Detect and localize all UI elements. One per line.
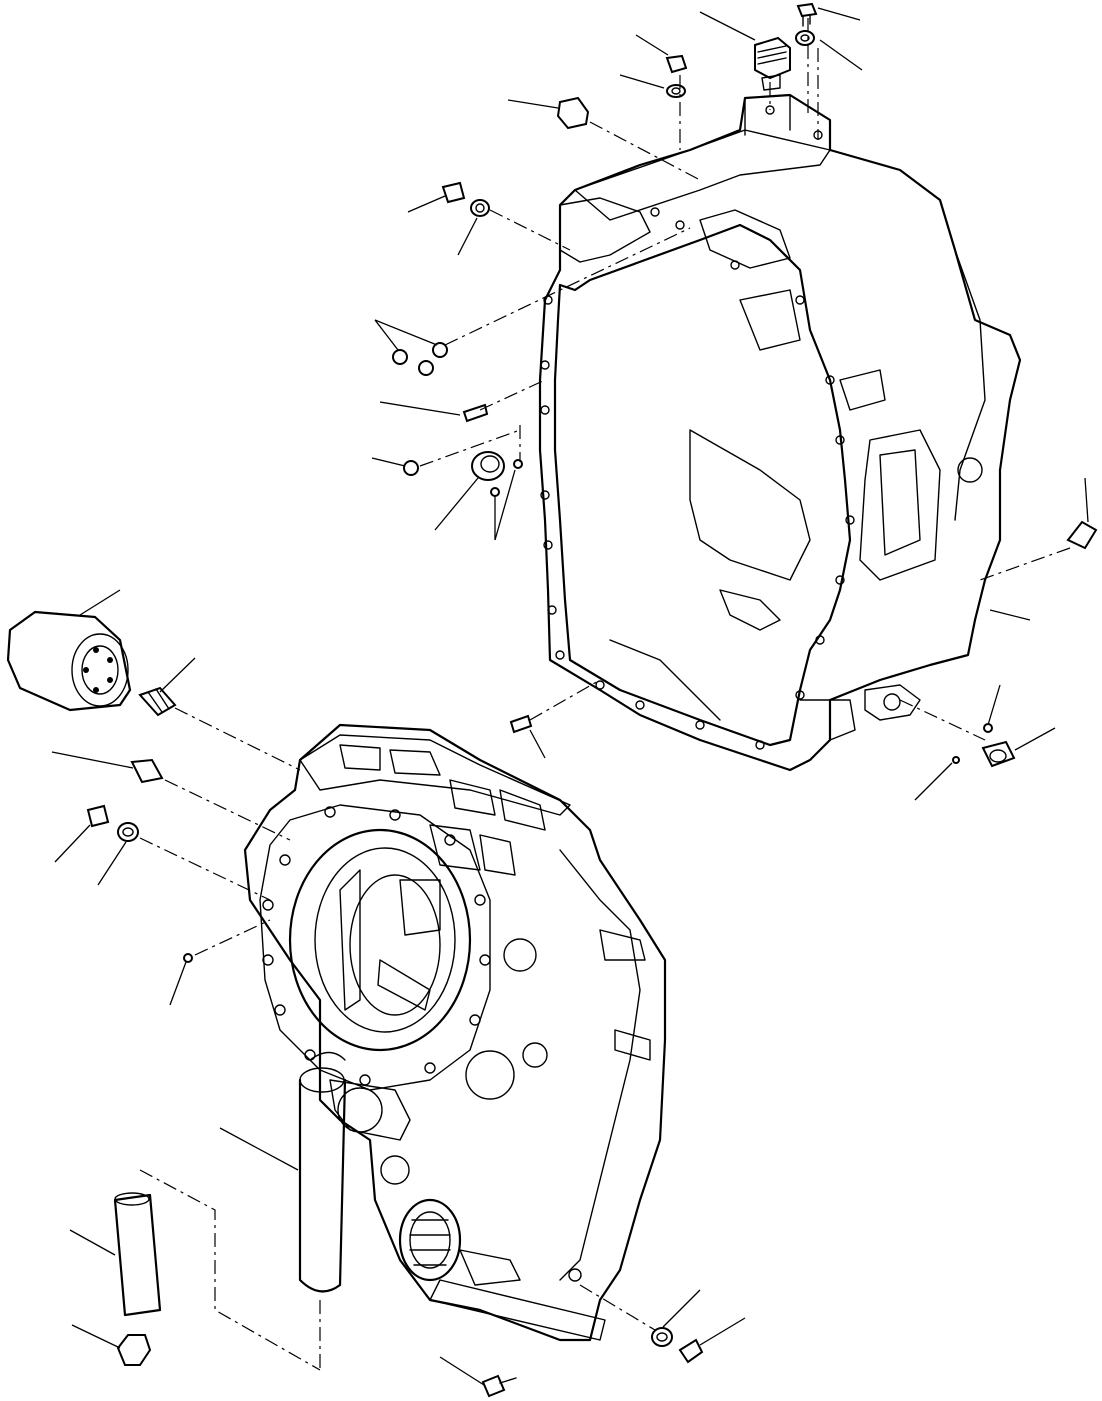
lower-right-dowel-part xyxy=(509,714,533,734)
plug-upper-left-part xyxy=(556,96,590,130)
breather-cap-part xyxy=(754,36,791,91)
left-plug-part xyxy=(130,758,164,784)
top-bolt-part xyxy=(796,2,818,27)
assembly-center-lines xyxy=(139,18,1071,1371)
oil-filter-part xyxy=(6,610,132,712)
bottom-bolt-part xyxy=(481,1374,517,1398)
plug-with-seals-part xyxy=(471,451,523,497)
small-ball-parts xyxy=(183,723,993,963)
left-plug-and-washer-part xyxy=(86,804,139,842)
lower-right-plug-part xyxy=(981,740,1016,768)
dowel-pin-part xyxy=(462,403,489,423)
side-bolt-part xyxy=(1066,520,1098,550)
plug-with-washer-part xyxy=(665,54,688,98)
upper-transmission-housing xyxy=(538,93,1022,772)
housing-flange-bolt-holes xyxy=(540,105,855,750)
callout-leader-lines xyxy=(51,7,1089,1386)
cover-bore-bolt-holes xyxy=(262,806,491,1086)
small-o-ring-part xyxy=(403,460,419,476)
pipe-seal-plug-part xyxy=(116,1334,152,1366)
lower-front-cover-housing xyxy=(243,723,667,1342)
suction-pipe-part xyxy=(113,1192,162,1317)
plug-and-washer-part xyxy=(441,181,490,217)
filter-adapter-nipple-part xyxy=(138,686,177,717)
top-washer-part xyxy=(795,30,815,46)
o-rings-part xyxy=(392,342,448,376)
lower-washer-and-bolt-part xyxy=(651,1327,704,1364)
